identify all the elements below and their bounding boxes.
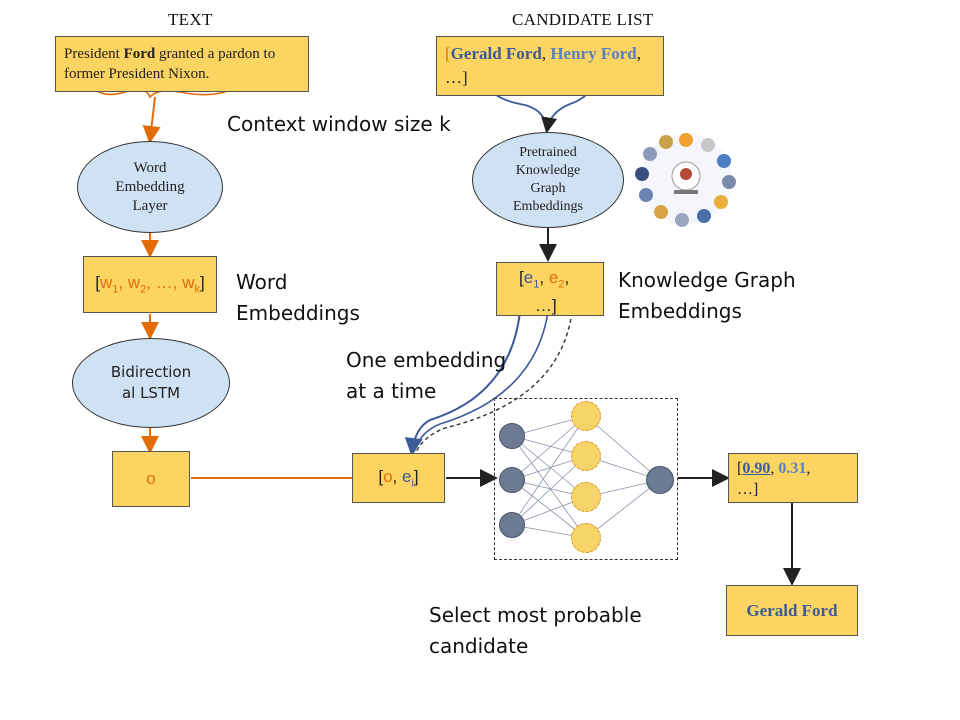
candidate-box: [Gerald Ford, Henry Ford, …] [436, 36, 664, 96]
concat-input-box: [o, ei] [352, 453, 445, 503]
nn-edge [511, 435, 587, 539]
header-candidate-list: CANDIDATE LIST [512, 10, 654, 29]
w-sep-1: , [118, 273, 128, 293]
candidate-gerald-ford: Gerald Ford [450, 44, 542, 63]
candidate-henry-ford: Henry Ford [550, 44, 637, 63]
w-dots: …, [155, 273, 183, 293]
kg-embeddings-node: Pretrained Knowledge Graph Embeddings [472, 132, 624, 228]
one-embedding-label: One embedding at a time [346, 348, 507, 403]
e-sub-1: 1 [533, 278, 540, 291]
kg-embeddings-label: Knowledge Graph Embeddings [618, 268, 796, 323]
cand-open: [ [445, 44, 451, 63]
word-embedding-vector-box: [w1, w2, …, wk] [83, 256, 217, 313]
cand-sep: , [541, 44, 551, 63]
scores-ellipsis: …] [737, 481, 759, 498]
text-post: granted a pardon to former President Nix… [64, 46, 276, 82]
nn-edge [511, 415, 587, 526]
word-embeddings-label: Word Embeddings [236, 270, 360, 325]
header-text: TEXT [168, 10, 213, 29]
kg-embedding-vector-box: [e1, e2, …] [496, 262, 604, 316]
nn-input-node [499, 467, 525, 493]
text-box: President Ford granted a pardon to forme… [55, 36, 309, 92]
context-window-label: Context window size k [227, 112, 451, 136]
w-sep-2: , [146, 273, 156, 293]
lstm-output-label: o [146, 469, 156, 488]
word-embedding-layer-node: Word Embedding Layer [77, 141, 223, 233]
wikimedia-logo-icon [635, 133, 736, 227]
score-1: 0.90 [742, 460, 771, 477]
nn-hidden-node [571, 441, 601, 471]
nn-hidden-node [571, 401, 601, 431]
word-embedding-layer-label: Word Embedding Layer [115, 159, 185, 214]
result-label: Gerald Ford [746, 600, 838, 620]
kg-embeddings-label: Pretrained Knowledge Graph Embeddings [513, 145, 583, 214]
e-sep: , [539, 268, 549, 287]
text-pre: President [64, 46, 124, 62]
cand-ellipsis: …] [445, 68, 468, 87]
concat-o: o [383, 466, 393, 486]
nn-edge [585, 415, 661, 481]
cand-tail: , [636, 44, 641, 63]
w-sub-1: 1 [112, 283, 119, 296]
nn-edge [511, 455, 587, 526]
nn-hidden-node [571, 523, 601, 553]
bilstm-label: Bidirection al LSTM [110, 363, 192, 402]
nn-edge [511, 415, 587, 481]
lstm-output-box: o [112, 451, 190, 507]
context-curve [87, 81, 241, 99]
scores-box: [0.90, 0.31, …] [728, 453, 858, 503]
w-sub-k: k [194, 283, 201, 296]
neural-network-frame [494, 398, 678, 560]
result-box: Gerald Ford [726, 585, 858, 636]
arrow-text-to-embedding [142, 96, 161, 144]
text-mention: Ford [123, 46, 156, 62]
arrow-e2-to-oei [413, 311, 549, 453]
bilstm-node: Bidirection al LSTM [72, 338, 230, 428]
nn-input-node [499, 423, 525, 449]
e-dots: …] [535, 296, 557, 316]
score-2: 0.31 [778, 460, 807, 477]
nn-hidden-node [571, 482, 601, 512]
arrow-e1-to-oei [404, 311, 521, 456]
concat-e-sub-i: i [411, 477, 414, 490]
select-candidate-label: Select most probable candidate [429, 603, 642, 658]
w-sub-2: 2 [140, 283, 147, 296]
nn-edge [585, 479, 661, 539]
e-sub-2: 2 [558, 278, 565, 291]
nn-output-node [646, 466, 674, 494]
nn-input-node [499, 512, 525, 538]
